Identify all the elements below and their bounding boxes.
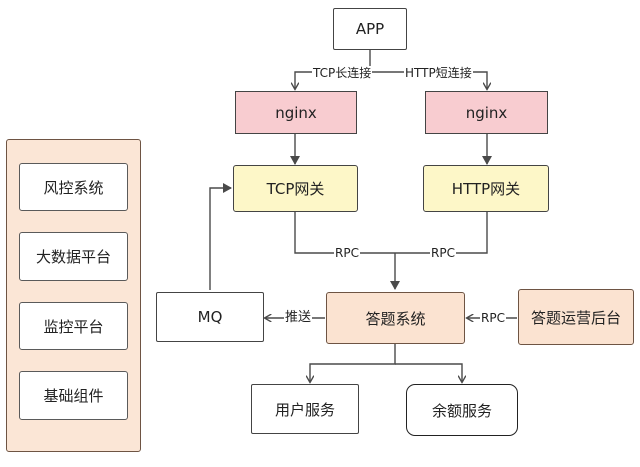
label-http-short: HTTP短连接 bbox=[404, 66, 473, 80]
node-answer-system[interactable]: 答题系统 bbox=[326, 292, 465, 344]
node-nginx-right[interactable]: nginx bbox=[425, 91, 548, 134]
node-nginx-left[interactable]: nginx bbox=[235, 91, 357, 134]
node-user-service[interactable]: 用户服务 bbox=[251, 384, 359, 434]
node-http-gateway[interactable]: HTTP网关 bbox=[423, 165, 549, 212]
node-tcp-gateway[interactable]: TCP网关 bbox=[233, 165, 358, 212]
node-app[interactable]: APP bbox=[333, 8, 407, 50]
side-item-monitoring-platform[interactable]: 监控平台 bbox=[19, 302, 128, 350]
label-push: 推送 bbox=[284, 310, 313, 325]
node-mq[interactable]: MQ bbox=[156, 292, 264, 342]
side-item-base-components[interactable]: 基础组件 bbox=[19, 371, 128, 420]
label-tcp-long: TCP长连接 bbox=[312, 66, 373, 80]
label-rpc-ops: RPC bbox=[480, 311, 506, 325]
label-rpc-right: RPC bbox=[430, 246, 456, 260]
edge-mq-tcp bbox=[209, 183, 232, 290]
node-balance-service[interactable]: 余额服务 bbox=[406, 384, 518, 436]
node-answer-ops-backend[interactable]: 答题运营后台 bbox=[518, 289, 634, 345]
edge-answer-user bbox=[310, 344, 396, 382]
edge-answer-balance bbox=[395, 363, 462, 382]
side-item-big-data-platform[interactable]: 大数据平台 bbox=[19, 232, 128, 281]
label-rpc-left: RPC bbox=[334, 246, 360, 260]
side-panel: 风控系统 大数据平台 监控平台 基础组件 bbox=[6, 139, 141, 452]
side-item-risk-control[interactable]: 风控系统 bbox=[19, 163, 128, 211]
edge-gateways-rpc bbox=[294, 212, 488, 254]
